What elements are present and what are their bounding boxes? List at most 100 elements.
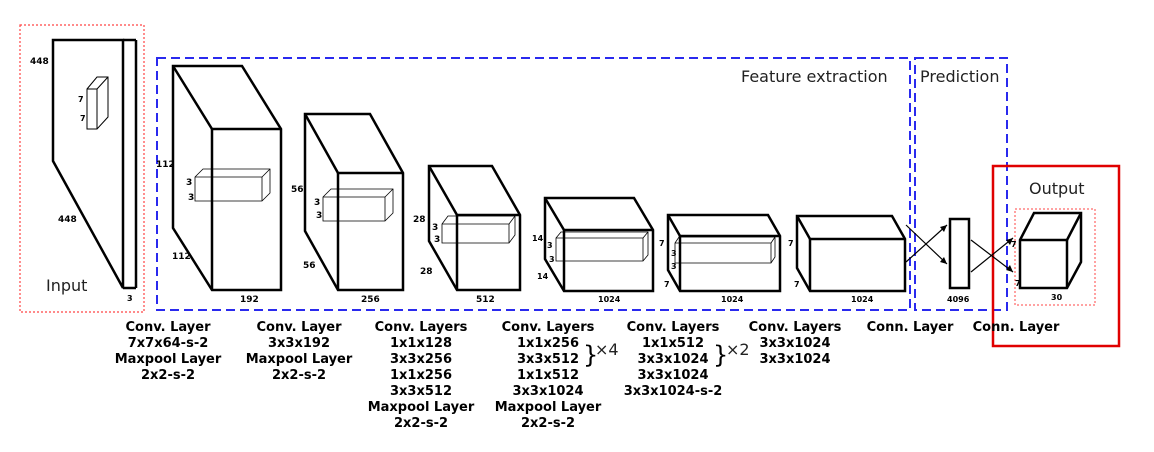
- conv-block-3: [427, 164, 522, 292]
- output-dim-a: 7: [1011, 240, 1017, 249]
- block-4-size-side: 14: [537, 272, 549, 281]
- caption-line: 1x1x128: [390, 336, 452, 351]
- caption-line: Maxpool Layer: [495, 400, 602, 415]
- block-2-size-side: 56: [303, 261, 316, 271]
- block-4-size-top: 14: [532, 234, 544, 243]
- block-3-size-top: 28: [413, 215, 426, 225]
- block-6-size-top: 7: [788, 239, 794, 248]
- block-3-size-side: 28: [420, 267, 433, 277]
- input-kernel-b-label: 7: [80, 114, 86, 123]
- output-cube: [1018, 211, 1083, 290]
- block-1-size-side: 112: [172, 252, 191, 262]
- caption-line: 1x1x256: [390, 368, 452, 383]
- caption-line: 3x3x1024-s-2: [624, 384, 723, 399]
- caption-line: 3x3x192: [268, 336, 330, 351]
- caption-block-1: Conv. Layer 7x7x64-s-2 Maxpool Layer 2x2…: [115, 320, 222, 383]
- caption-line: Conv. Layers: [502, 320, 595, 335]
- caption-block-7: Conn. Layer: [867, 320, 954, 335]
- caption-line: Conn. Layer: [867, 320, 954, 335]
- prediction-region-box: [914, 57, 1008, 311]
- repeat-x2-label: ×2: [726, 340, 750, 359]
- conv-block-4: [543, 196, 655, 293]
- caption-line: 2x2-s-2: [394, 416, 448, 431]
- input-kernel-a-label: 7: [78, 95, 84, 104]
- conv-block-6: [795, 214, 907, 293]
- block-1-depth: 192: [240, 295, 259, 305]
- block-2-kernel-b: 3: [316, 211, 322, 221]
- block-2-size-top: 56: [291, 185, 304, 195]
- block-5-size-top: 7: [659, 239, 665, 248]
- caption-block-4: Conv. Layers 1x1x256 3x3x512 1x1x512 3x3…: [495, 320, 602, 431]
- caption-line: Conv. Layer: [257, 320, 343, 335]
- output-dim-b: 7: [1015, 279, 1021, 288]
- caption-line: 3x3x1024: [512, 384, 583, 399]
- block-3-kernel-a: 3: [432, 223, 438, 233]
- caption-block-3: Conv. Layers 1x1x128 3x3x256 1x1x256 3x3…: [368, 320, 475, 431]
- caption-line: 3x3x512: [517, 352, 579, 367]
- caption-line: Conv. Layers: [627, 320, 720, 335]
- caption-line: 2x2-s-2: [141, 368, 195, 383]
- feature-extraction-region-label: Feature extraction: [741, 67, 888, 86]
- block-5-kernel-a: 3: [671, 249, 677, 258]
- input-region-box: [19, 24, 145, 313]
- block-5-kernel-b: 3: [671, 262, 677, 271]
- caption-line: 2x2-s-2: [521, 416, 575, 431]
- caption-block-8: Conn. Layer: [973, 320, 1060, 335]
- input-height-label: 448: [30, 57, 49, 67]
- caption-block-6: Conv. Layers 3x3x1024 3x3x1024: [749, 320, 842, 367]
- output-region-label: Output: [1029, 179, 1085, 198]
- block-6-depth: 1024: [851, 295, 874, 304]
- caption-line: Maxpool Layer: [368, 400, 475, 415]
- block-3-kernel-b: 3: [434, 235, 440, 245]
- input-width-label: 448: [58, 215, 77, 225]
- caption-line: 3x3x256: [390, 352, 452, 367]
- block-4-kernel-b: 3: [549, 255, 555, 264]
- repeat-x4-label: ×4: [595, 340, 619, 359]
- block-6-size-side: 7: [794, 280, 800, 289]
- block-3-depth: 512: [476, 295, 495, 305]
- fc-connections: [905, 217, 1014, 290]
- caption-line: 1x1x256: [517, 336, 579, 351]
- block-1-size-top: 112: [156, 160, 175, 170]
- output-region-box: [991, 164, 1121, 348]
- fc-units-label: 4096: [947, 295, 970, 304]
- block-4-depth: 1024: [598, 295, 621, 304]
- block-4-kernel-a: 3: [547, 241, 553, 250]
- caption-line: Maxpool Layer: [115, 352, 222, 367]
- caption-line: 1x1x512: [642, 336, 704, 351]
- input-image-slab: [51, 38, 138, 290]
- conv-block-5: [666, 213, 782, 293]
- caption-line: 3x3x1024: [759, 352, 830, 367]
- conv-block-2: [303, 112, 405, 292]
- block-1-kernel-b: 3: [188, 193, 194, 203]
- input-region-label: Input: [46, 276, 87, 295]
- caption-line: 1x1x512: [517, 368, 579, 383]
- block-2-kernel-a: 3: [314, 198, 320, 208]
- caption-line: Conv. Layers: [375, 320, 468, 335]
- output-depth: 30: [1051, 293, 1063, 302]
- caption-line: 3x3x1024: [637, 352, 708, 367]
- caption-line: Conn. Layer: [973, 320, 1060, 335]
- conv-block-1: [171, 64, 283, 292]
- caption-block-2: Conv. Layer 3x3x192 Maxpool Layer 2x2-s-…: [246, 320, 353, 383]
- caption-line: Conv. Layers: [749, 320, 842, 335]
- input-depth-label: 3: [127, 294, 133, 303]
- caption-line: Maxpool Layer: [246, 352, 353, 367]
- caption-line: 3x3x1024: [759, 336, 830, 351]
- prediction-region-label: Prediction: [920, 67, 999, 86]
- block-5-depth: 1024: [721, 295, 744, 304]
- block-5-size-side: 7: [664, 280, 670, 289]
- repeat-brace-4: }: [583, 341, 598, 369]
- caption-line: 2x2-s-2: [272, 368, 326, 383]
- caption-line: Conv. Layer: [126, 320, 212, 335]
- feature-extraction-region-box: [156, 57, 911, 311]
- output-inner-box: [1014, 208, 1096, 306]
- block-2-depth: 256: [361, 295, 380, 305]
- caption-line: 3x3x1024: [637, 368, 708, 383]
- caption-block-5: Conv. Layers 1x1x512 3x3x1024 3x3x1024 3…: [624, 320, 723, 399]
- repeat-brace-2: }: [713, 341, 728, 369]
- caption-line: 7x7x64-s-2: [128, 336, 209, 351]
- block-1-kernel-a: 3: [186, 178, 192, 188]
- caption-line: 3x3x512: [390, 384, 452, 399]
